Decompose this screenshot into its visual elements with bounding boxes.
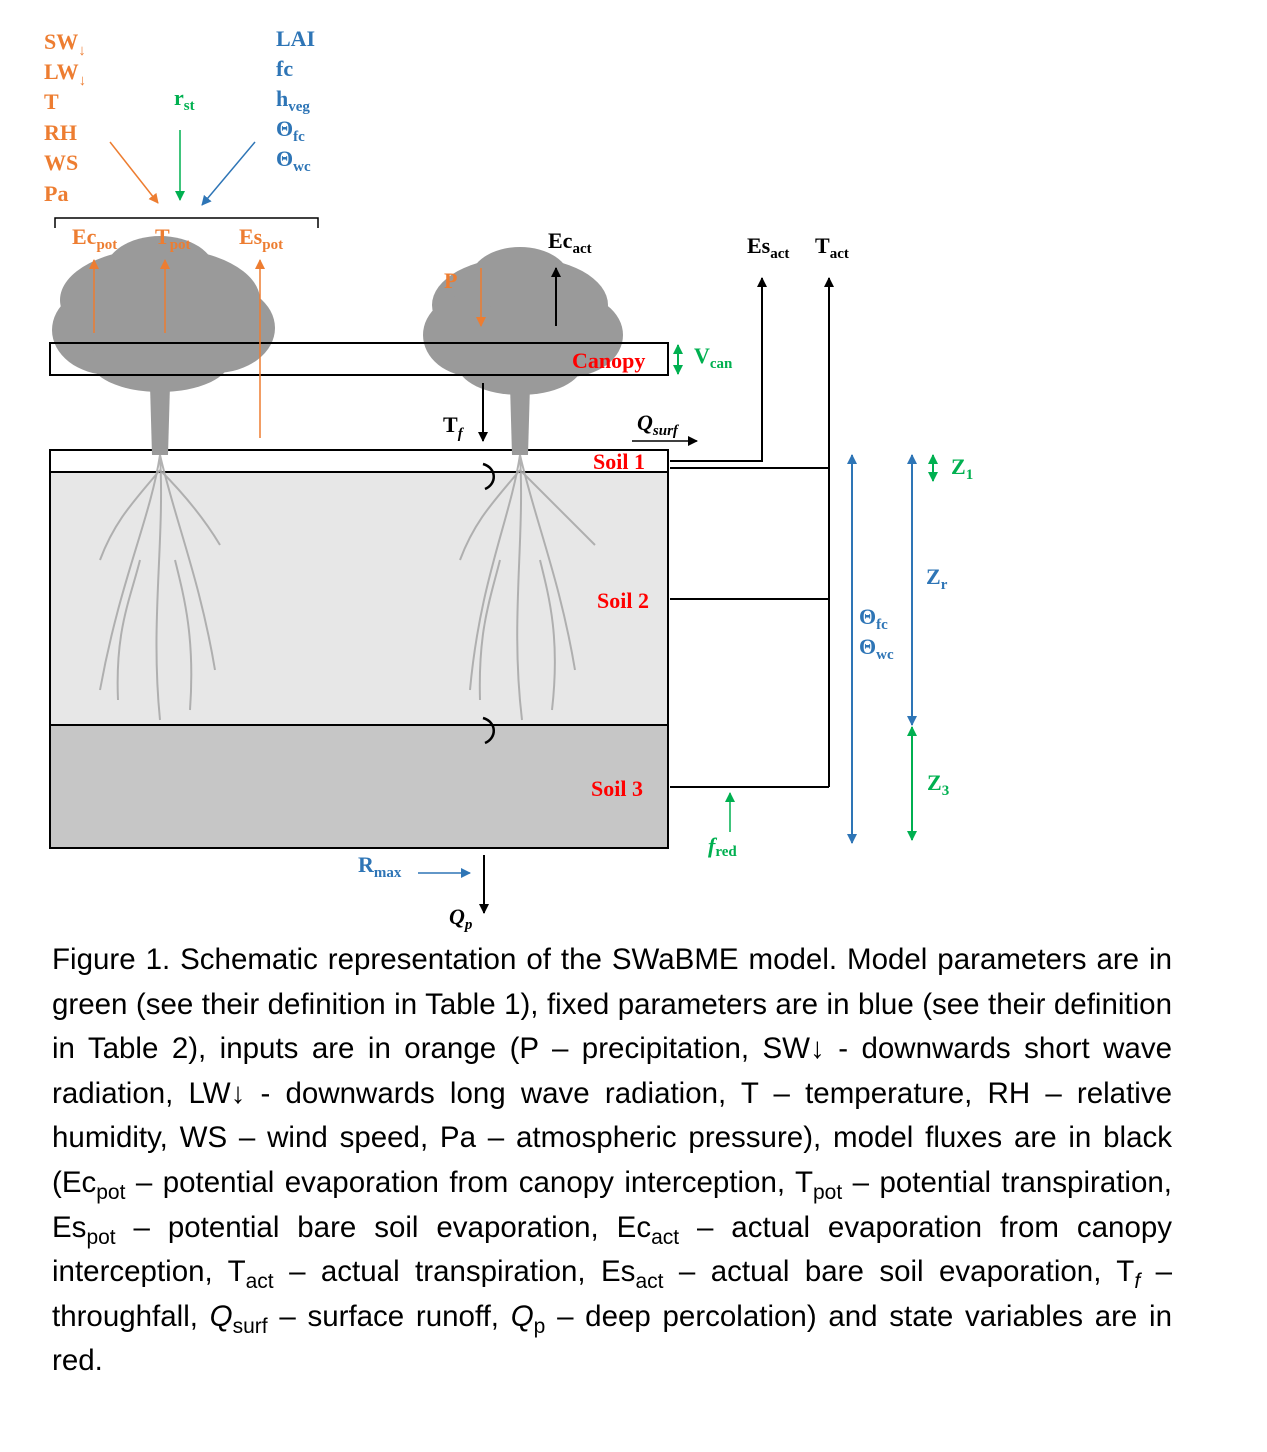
qp-label: Qp — [449, 904, 473, 933]
input-t-label: T — [44, 89, 59, 114]
tree-left — [52, 236, 275, 455]
fixed-lai-label: LAI — [276, 26, 315, 51]
drainage-arrow-2 — [482, 716, 495, 745]
ec-pot-label: Ecpot — [72, 224, 117, 253]
soil1-layer — [49, 449, 669, 473]
fixed-hveg-label: hveg — [276, 86, 310, 115]
roots-right — [459, 454, 596, 721]
input-pa-label: Pa — [44, 181, 68, 206]
fixed-rmax-label: Rmax — [358, 852, 402, 881]
input-p-label: P — [444, 268, 457, 293]
figure-caption: Figure 1. Schematic representation of th… — [52, 943, 1173, 1378]
state-canopy-label: Canopy — [572, 348, 645, 373]
param-z3-label: Z3 — [927, 770, 949, 799]
drainage-arrow-1 — [482, 462, 495, 491]
fixed-thetafc-soil-label: Θfc — [859, 604, 888, 633]
roots-left — [99, 454, 221, 721]
input-rh-label: RH — [44, 120, 77, 145]
tf-label: Tf — [443, 412, 465, 442]
fixed-zr-label: Zr — [926, 564, 948, 593]
model-schematic: SW↓ LW↓ T RH WS Pa rst LAI fc hveg Θfc Θ… — [44, 26, 973, 933]
param-rst-label: rst — [174, 85, 195, 114]
input-sw-label: SW↓ — [44, 29, 86, 59]
param-z1-label: Z1 — [951, 454, 973, 483]
state-soil2-label: Soil 2 — [597, 588, 649, 613]
t-act-label: Tact — [815, 233, 849, 262]
soil3-layer — [49, 724, 669, 849]
qsurf-label: Qsurf — [637, 410, 680, 439]
soil2-layer — [49, 471, 669, 726]
input-ws-label: WS — [44, 150, 78, 175]
state-soil1-label: Soil 1 — [593, 449, 645, 474]
param-fred-label: fred — [708, 833, 737, 860]
fixed-fc-label: fc — [276, 56, 293, 81]
fixed-thetawc-soil-label: Θwc — [859, 634, 894, 663]
tree-right — [423, 247, 623, 455]
es-pot-label: Espot — [239, 224, 283, 253]
canopy-box — [49, 342, 669, 376]
inputs-arrow — [109, 141, 159, 204]
fixed-thetafc-label: Θfc — [276, 116, 305, 145]
ec-act-label: Ecact — [548, 228, 592, 257]
potential-bracket — [54, 217, 319, 228]
es-act-path — [670, 277, 767, 462]
fixed-thetawc-label: Θwc — [276, 146, 311, 175]
t-pot-label: Tpot — [155, 224, 191, 253]
es-act-label: Esact — [747, 233, 789, 262]
fixed-params-arrow — [201, 141, 256, 206]
input-lw-label: LW↓ — [44, 59, 86, 89]
state-soil3-label: Soil 3 — [591, 776, 643, 801]
param-vcan-label: Vcan — [694, 343, 733, 372]
